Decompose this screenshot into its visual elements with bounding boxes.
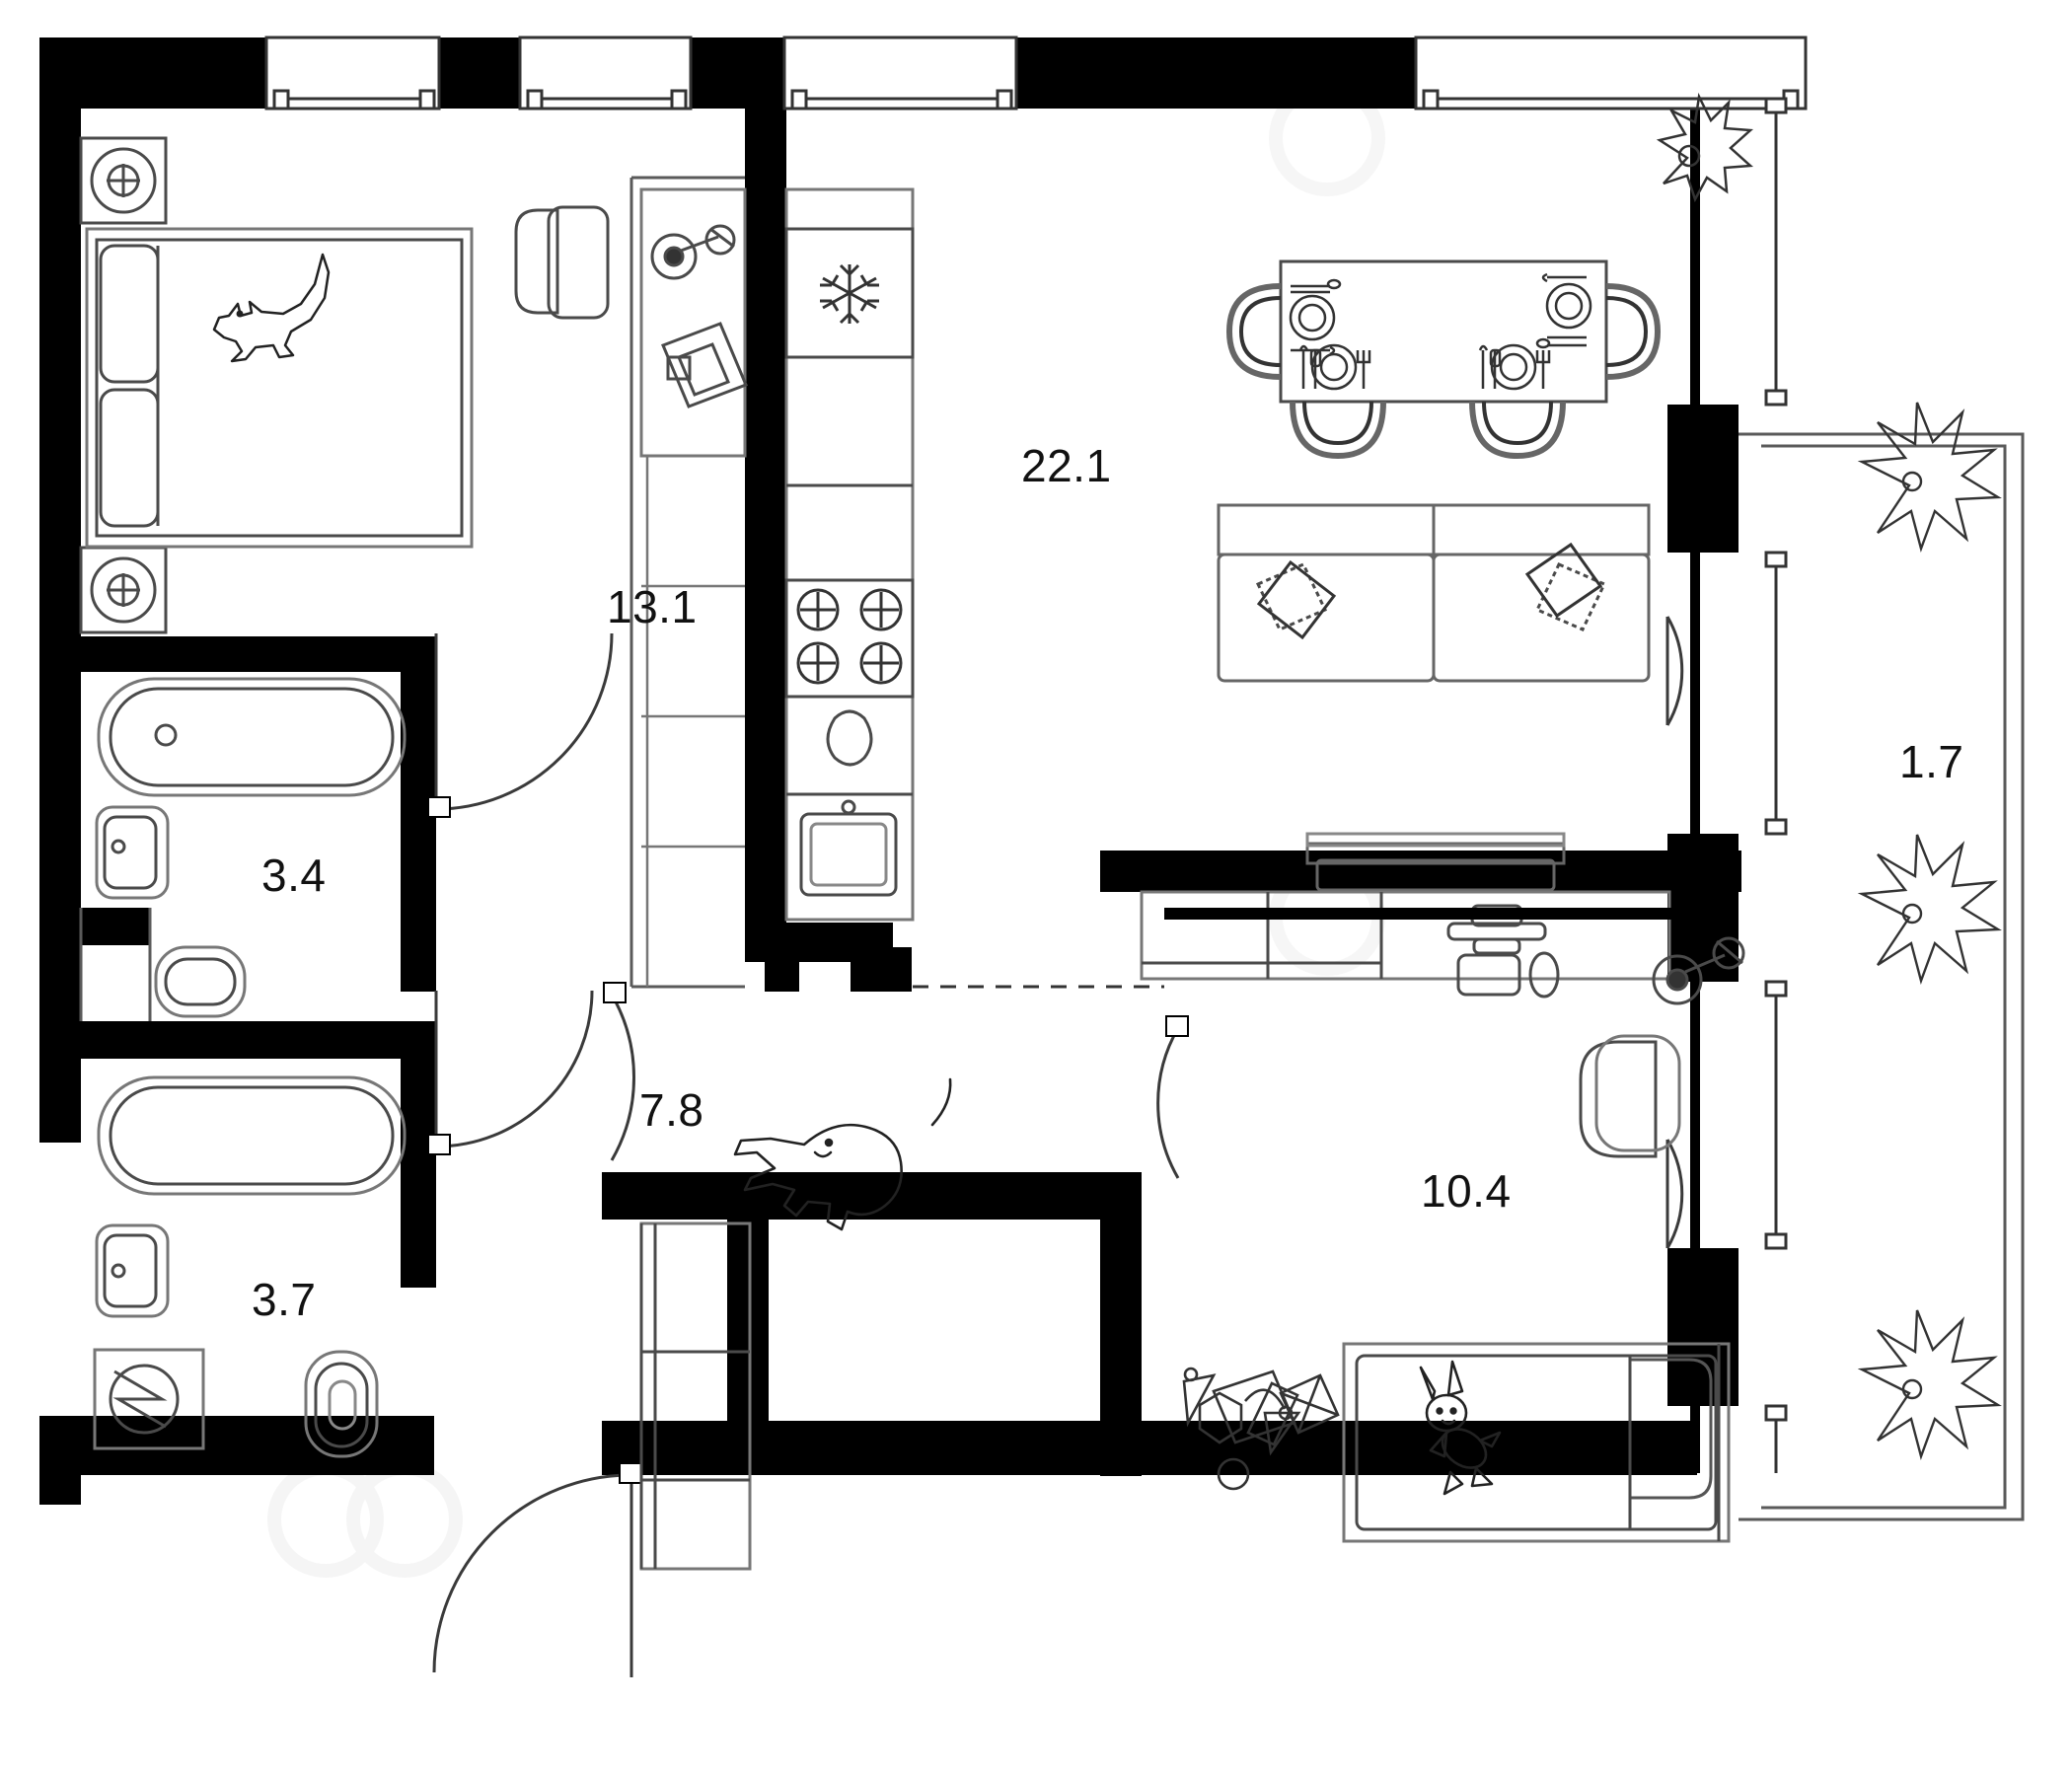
place-setting (1535, 272, 1592, 349)
toy-blocks (1182, 1367, 1340, 1491)
place-setting (1289, 278, 1342, 356)
door-balcony-living (1665, 616, 1684, 726)
kitchen-cabinets (786, 355, 913, 582)
room-area-hall: 7.8 (639, 1084, 704, 1136)
plan-outline (39, 37, 1855, 1569)
bedroom-furniture (79, 136, 748, 987)
corridor-wall (1164, 908, 1692, 920)
kitchen-sink (786, 792, 913, 897)
door-childroom (1156, 1015, 1189, 1179)
room-area-bedroom: 13.1 (607, 581, 698, 632)
washbasin (95, 805, 170, 900)
window-group-top (264, 36, 1808, 111)
room-area-bathroom2: 3.7 (252, 1274, 317, 1325)
dining-chair-bottom-left (1290, 401, 1386, 460)
door-group (427, 616, 1684, 1677)
sofa-right (1432, 503, 1651, 683)
window-glazing-top (272, 89, 1800, 111)
dog-figure (733, 1077, 952, 1231)
nightstand-lamp-top (79, 136, 168, 225)
washbasin (95, 1223, 170, 1318)
washing-machine (93, 1348, 205, 1450)
door-bathroom2 (427, 990, 594, 1155)
interior-thin-walls (79, 176, 745, 1021)
dining-chair-right (1605, 283, 1662, 380)
bathtub (97, 677, 407, 797)
entrance-door (432, 1462, 642, 1677)
childroom-furniture (1140, 832, 1745, 1543)
nightstand-lamp-bottom (79, 546, 168, 634)
balcony-outline (1739, 432, 2025, 1521)
childroom-armchair (1579, 1034, 1681, 1158)
armchair-bedroom (514, 205, 610, 320)
sofa-left (1217, 503, 1436, 683)
bathtub (97, 1075, 407, 1196)
balcony-plants (1857, 402, 2002, 1460)
room-area-balcony: 1.7 (1899, 736, 1964, 787)
kitchen-units (765, 187, 915, 992)
toilet (304, 1350, 379, 1458)
door-hall-kitchen (603, 982, 635, 1161)
door-balcony-child (1665, 1139, 1684, 1249)
stove-four-burner (784, 578, 915, 699)
dining-chair-bottom-right (1469, 401, 1566, 460)
dining-chair-left (1225, 283, 1282, 380)
double-bed (85, 227, 474, 549)
bedroom-desk (639, 187, 748, 458)
plant-top (1857, 402, 2002, 553)
rabbit-toy (1419, 1360, 1502, 1496)
plant-middle (1857, 834, 2002, 985)
hall-wardrobe (639, 1221, 752, 1571)
childroom-desk (1140, 890, 1745, 1005)
dining-table (1279, 259, 1608, 404)
range-hood (786, 695, 913, 767)
cushion (1524, 542, 1607, 631)
structural-walls (39, 37, 1741, 1505)
bathroom1-fixtures (95, 677, 407, 1018)
window-group-right (1764, 97, 1788, 1473)
bathroom2-fixtures (93, 1075, 407, 1458)
hall-furniture (639, 1077, 952, 1571)
potted-plant-living (1656, 92, 1754, 203)
watermark-group (267, 80, 1385, 1578)
cushion (1255, 559, 1337, 640)
room-area-bathroom1: 3.4 (261, 850, 327, 901)
cat-figure (212, 253, 331, 363)
door-bathroom1 (427, 632, 614, 818)
snowflake-icon (820, 263, 879, 325)
toilet (154, 945, 247, 1018)
room-area-living: 22.1 (1021, 440, 1112, 491)
single-bed (1342, 1342, 1731, 1543)
place-setting (1478, 343, 1551, 391)
overhead-shelf (1305, 832, 1566, 892)
plant-bottom (1857, 1309, 2002, 1460)
living-furniture (1217, 92, 1754, 683)
place-setting (1298, 343, 1371, 391)
refrigerator (784, 227, 915, 359)
room-area-childroom: 10.4 (1421, 1165, 1512, 1217)
wardrobe-column (641, 454, 745, 987)
